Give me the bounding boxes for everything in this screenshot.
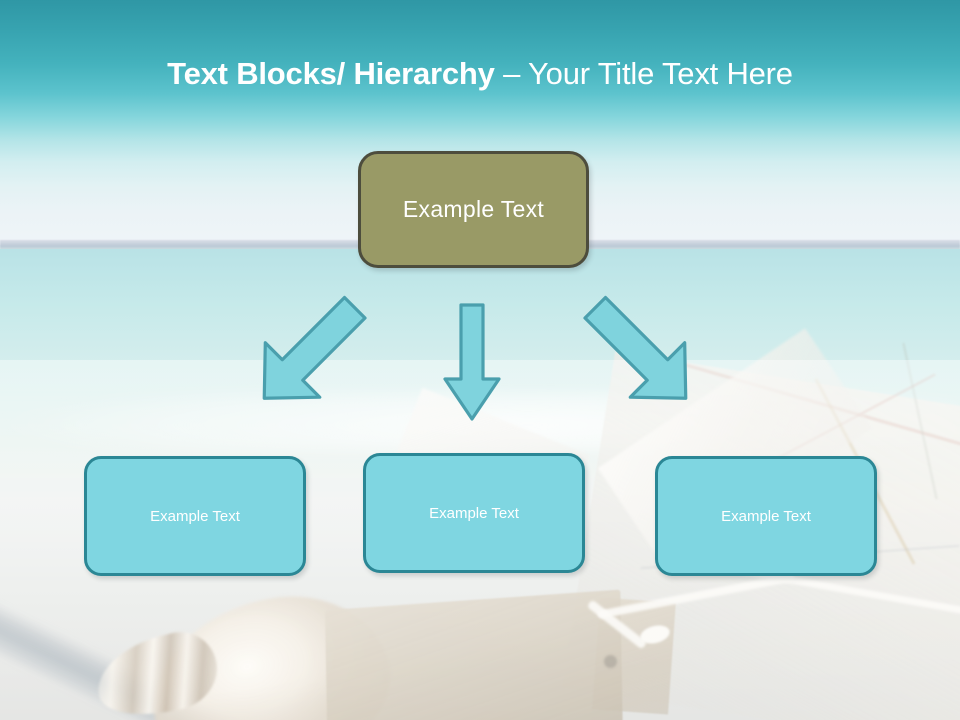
left-node-label: Example Text <box>150 507 240 525</box>
arrow-to-center-node <box>443 303 501 421</box>
title-regular-part: Your Title Text Here <box>528 56 793 91</box>
title-dash: – <box>494 56 529 91</box>
right-node-label: Example Text <box>721 507 811 525</box>
title-bold-part: Text Blocks/ Hierarchy <box>167 56 495 91</box>
background-cardboard-tag <box>325 589 623 720</box>
top-node-label: Example Text <box>402 196 545 222</box>
hierarchy-child-node-left[interactable]: Example Text <box>84 456 306 576</box>
hierarchy-top-node[interactable]: Example Text <box>358 151 589 268</box>
slide-title: Text Blocks/ Hierarchy – Your Title Text… <box>0 52 960 96</box>
hierarchy-child-node-center[interactable]: Example Text <box>363 453 585 573</box>
center-node-label: Example Text <box>429 504 519 522</box>
background-tag-hole <box>604 655 617 668</box>
hierarchy-child-node-right[interactable]: Example Text <box>655 456 877 576</box>
arrow-to-left-node <box>232 283 387 423</box>
arrow-to-right-node <box>563 283 718 423</box>
